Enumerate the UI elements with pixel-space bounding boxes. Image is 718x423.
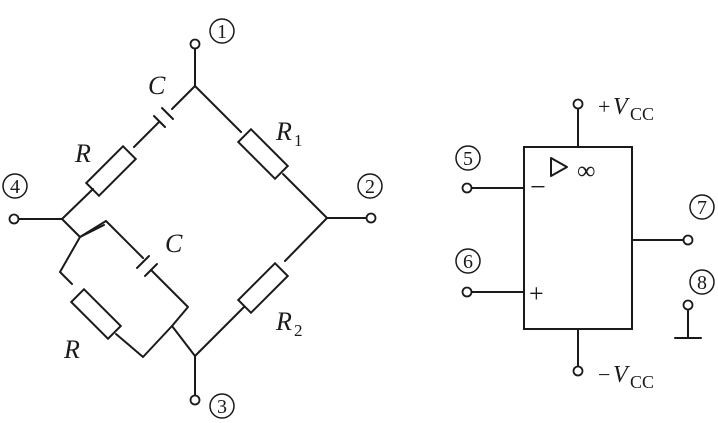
terminal-6 — [461, 286, 473, 298]
wire-cap-to-r — [133, 121, 160, 148]
label-terminal-5: 5 — [455, 145, 481, 171]
terminal-1-number: 1 — [217, 21, 227, 43]
label-resistor-top-left: R — [74, 139, 91, 168]
label-r1-letter: R — [275, 117, 292, 146]
label-r2-subscript: 2 — [294, 321, 303, 340]
vcc-neg-letter: V — [613, 362, 630, 388]
terminal-3 — [189, 394, 201, 406]
terminal-8 — [682, 299, 694, 311]
resistor-bottom-left — [69, 287, 123, 341]
wire-r-to-left-node — [61, 188, 94, 220]
terminal-3-number: 3 — [217, 396, 227, 418]
label-terminal-6: 6 — [455, 248, 481, 274]
label-terminal-3: 3 — [209, 393, 235, 419]
label-resistor-r1: R 1 — [275, 117, 303, 150]
vcc-neg-subscript: CC — [630, 372, 654, 392]
wire-r2-to-bottom — [194, 306, 245, 357]
label-vcc-pos: + V CC — [598, 94, 654, 124]
vcc-pos-subscript: CC — [630, 104, 654, 124]
terminal-vcc-pos — [572, 98, 584, 110]
label-terminal-2: 2 — [357, 173, 383, 199]
terminal-4 — [8, 213, 20, 225]
terminal-7 — [682, 234, 694, 246]
terminal-8-number: 8 — [697, 272, 707, 294]
label-capacitor-inner: C — [165, 229, 183, 258]
resistor-r1 — [236, 127, 290, 181]
wire-right-to-r2 — [284, 217, 328, 262]
infinity-icon: ∞ — [577, 156, 596, 185]
vcc-pos-sign: + — [598, 94, 610, 119]
label-terminal-4: 4 — [2, 173, 28, 199]
wire-parallel-lower-out — [115, 325, 196, 358]
terminal-5 — [461, 182, 473, 194]
resistor-r2 — [236, 261, 290, 315]
triangle-icon — [550, 157, 568, 177]
wire-parallel-upper-out — [150, 269, 189, 327]
ground-icon — [674, 309, 702, 339]
inverting-symbol: − — [530, 172, 546, 203]
wire-top-to-r1 — [194, 85, 242, 133]
op-amp: + V CC − V CC ∞ − + — [461, 94, 702, 392]
wire-top-to-cap — [171, 85, 196, 110]
wire-r1-to-right-node — [282, 173, 328, 219]
wire-parallel-lower-in — [59, 236, 81, 285]
label-terminal-7: 7 — [689, 194, 715, 220]
terminal-7-number: 7 — [697, 197, 707, 219]
terminal-5-number: 5 — [463, 148, 473, 170]
terminal-4-number: 4 — [10, 176, 20, 198]
terminal-vcc-neg — [572, 365, 584, 377]
terminal-6-number: 6 — [463, 251, 473, 273]
bridge-network — [17, 48, 367, 396]
op-amp-body — [523, 146, 633, 330]
label-resistor-r2: R 2 — [275, 307, 303, 340]
noninverting-symbol: + — [529, 279, 544, 308]
label-capacitor-top: C — [148, 71, 166, 100]
label-terminal-1: 1 — [209, 18, 235, 44]
terminal-2 — [365, 212, 377, 224]
label-vcc-neg: − V CC — [598, 362, 654, 392]
label-r2-letter: R — [275, 307, 292, 336]
terminal-1 — [189, 38, 201, 50]
vcc-neg-sign: − — [598, 362, 610, 387]
label-terminal-8: 8 — [689, 269, 715, 295]
wire-left-node-split — [61, 218, 81, 238]
terminal-2-number: 2 — [365, 176, 375, 198]
vcc-pos-letter: V — [613, 94, 630, 120]
wire-parallel-upper-path — [79, 220, 144, 259]
label-r1-subscript: 1 — [294, 131, 303, 150]
label-resistor-bottom-left: R — [63, 335, 80, 364]
